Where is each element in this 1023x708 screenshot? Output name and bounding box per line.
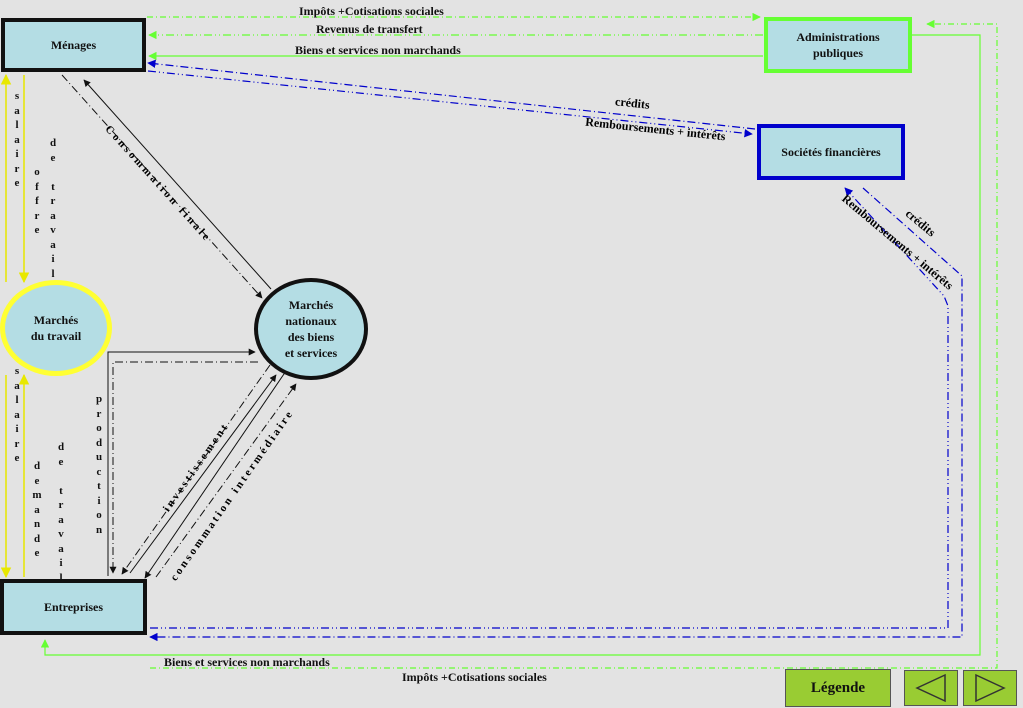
flow-remboursements-2 (150, 187, 949, 629)
label-credits-1: crédits (614, 94, 650, 112)
node-menages: Ménages (1, 18, 146, 72)
flow-investissement (129, 374, 277, 574)
label-biens-bottom: Biens et services non marchands (164, 655, 330, 669)
label-demande: d e m a n d e (32, 460, 42, 559)
arrow-left-icon (915, 673, 946, 703)
label-remboursements-1: Remboursements + intérêts (585, 115, 727, 144)
label-impots-top: Impôts +Cotisations sociales (299, 4, 444, 18)
legend-button[interactable]: Légende (785, 669, 891, 707)
label-production: p r o d u c t i o n (95, 393, 103, 536)
label-de-travail-bottom: d e t r a v a i l (57, 441, 65, 584)
label-revenus-transfert: Revenus de transfert (316, 22, 423, 36)
flow-investissement-paiement (121, 364, 271, 575)
flow-impots-bottom (150, 19, 998, 669)
flow-biens-bottom (40, 34, 981, 656)
node-administrations-publiques: Administrations publiques (764, 17, 912, 73)
label-salaire-bottom: s a l a i r e (14, 365, 20, 464)
flow-consommation-finale (61, 74, 263, 299)
flow-credits-1 (147, 59, 756, 130)
label-impots-bottom: Impôts +Cotisations sociales (402, 670, 547, 684)
label-salaire-top: s a l a i r e (14, 90, 20, 189)
flow-ci-1 (144, 370, 287, 579)
label-consommation-finale: C o n s o m m a t i o n f i n a l e (103, 123, 212, 243)
previous-button[interactable] (904, 670, 958, 706)
flow-production-paiement (109, 361, 258, 574)
label-offre: o f f r e (34, 166, 40, 236)
flow-credits-2 (149, 187, 963, 642)
flow-production (107, 348, 256, 576)
label-de-travail-top: d e t r a v a i l (49, 137, 57, 280)
arrow-right-icon (975, 673, 1006, 703)
legend-button-label: Légende (810, 679, 866, 696)
node-entreprises: Entreprises (0, 579, 147, 635)
node-marches-du-travail: Marchés du travail (0, 280, 112, 376)
flow-ci-2 (155, 383, 297, 578)
label-biens-top: Biens et services non marchands (295, 43, 461, 57)
next-button[interactable] (963, 670, 1017, 706)
node-marches-nationaux: Marchés nationaux des biens et services (254, 278, 368, 380)
label-remboursements-2: Remboursements + intérêts (839, 191, 956, 292)
flow-remboursements-1 (147, 70, 753, 138)
label-credits-2: crédits (903, 206, 939, 239)
flow-consommation-paiement (83, 79, 272, 290)
node-societes-financieres: Sociétés financières (757, 124, 905, 180)
